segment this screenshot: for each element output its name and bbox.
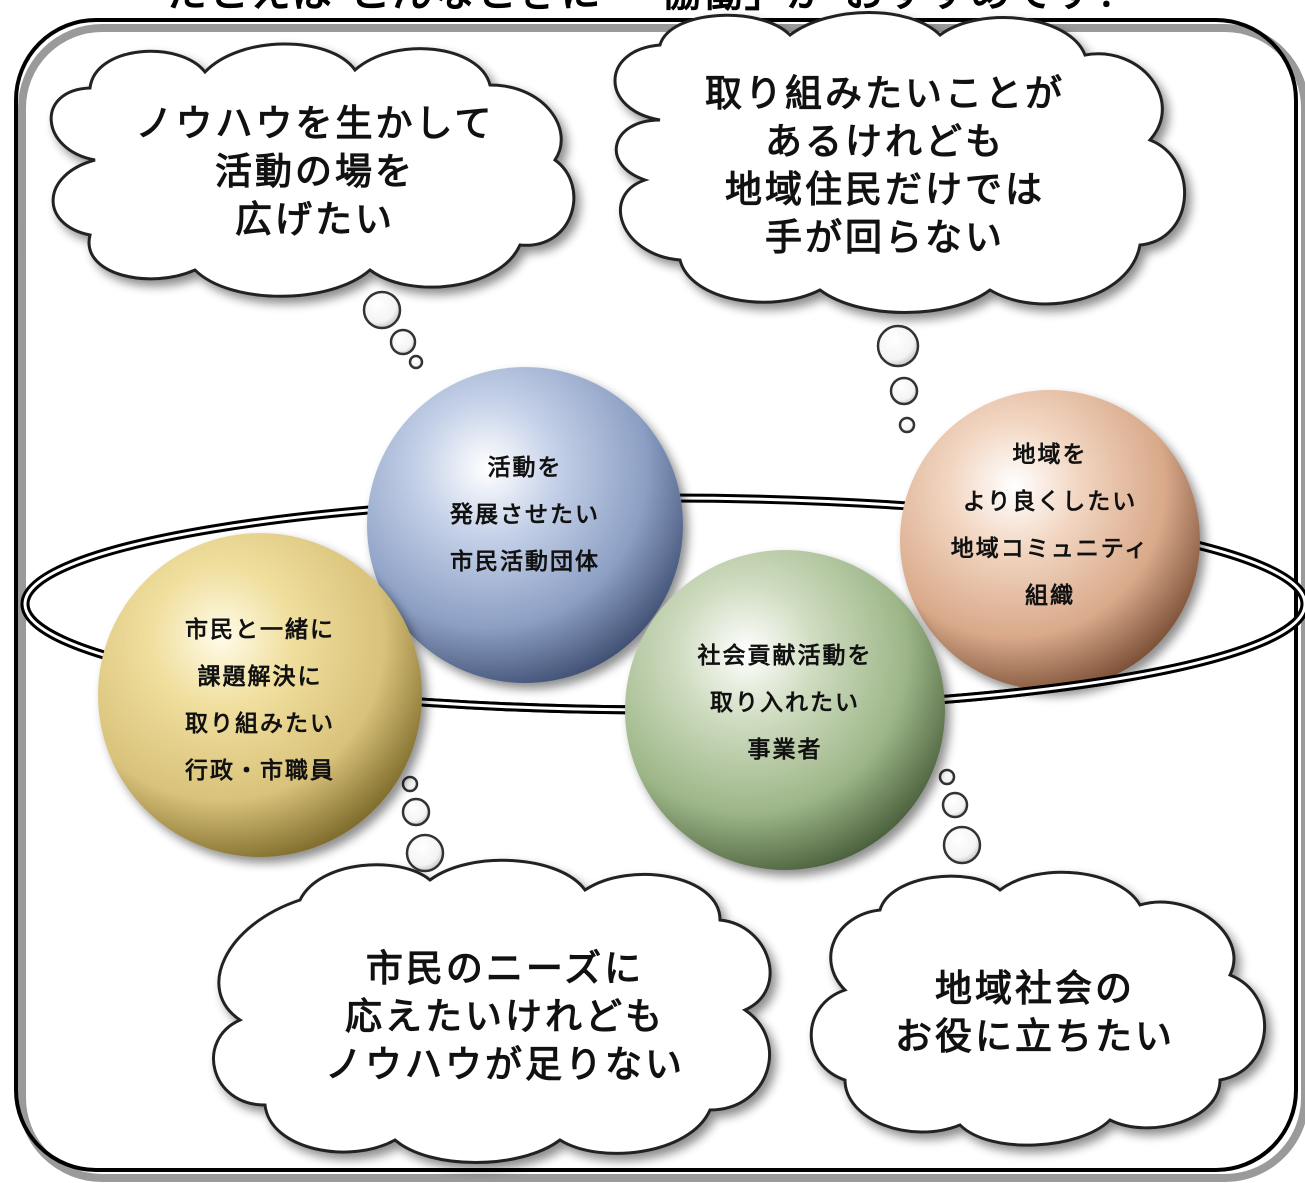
text-line: より良くしたい xyxy=(962,489,1138,515)
cloud-bottom-right xyxy=(809,870,1266,1147)
text-line: 発展させたい xyxy=(450,502,600,528)
cloud-top-right xyxy=(613,11,1186,314)
thought-text-bottom-left: 市民のニーズに 応えたいけれども ノウハウが足りない xyxy=(260,945,750,1089)
text-line: 応えたいけれども xyxy=(345,995,665,1038)
text-line: お役に立ちたい xyxy=(895,1015,1175,1058)
text-line: 活動の場を xyxy=(215,150,415,193)
thought-bubbles xyxy=(362,290,982,873)
text-line: 地域住民だけでは xyxy=(725,168,1045,211)
thought-text-top-left: ノウハウを生かして 活動の場を 広げたい xyxy=(95,100,535,244)
cloud-bottom-left xyxy=(212,858,772,1164)
text-line: 市民と一緒に xyxy=(185,617,335,643)
sphere-citizen-group xyxy=(367,367,683,683)
text-line: 社会貢献活動を xyxy=(697,643,873,669)
text-line: 課題解決に xyxy=(197,664,323,690)
text-line: 取り入れたい xyxy=(710,690,860,716)
text-line: あるけれども xyxy=(765,120,1005,163)
actor-label-government: 市民と一緒に 課題解決に 取り組みたい 行政・市職員 xyxy=(135,607,385,795)
sphere-community xyxy=(900,390,1200,690)
text-line: 市民のニーズに xyxy=(365,947,645,990)
text-line: 行政・市職員 xyxy=(185,758,335,784)
frame xyxy=(14,18,1298,1172)
actor-label-business: 社会貢献活動を 取り入れたい 事業者 xyxy=(655,633,915,774)
text-line: 活動を xyxy=(487,455,563,481)
thought-text-top-right: 取り組みたいことが あるけれども 地域住民だけでは 手が回らない xyxy=(655,70,1115,262)
sphere-government xyxy=(98,533,422,857)
text-line: 取り組みたいことが xyxy=(705,72,1065,115)
text-line: 地域社会の xyxy=(935,967,1135,1010)
text-line: 事業者 xyxy=(747,737,823,763)
text-line: 手が回らない xyxy=(765,216,1005,259)
text-line: 組織 xyxy=(1025,583,1075,609)
actor-label-community: 地域を より良くしたい 地域コミュニティ 組織 xyxy=(925,432,1175,620)
thought-text-bottom-right: 地域社会の お役に立ちたい xyxy=(840,965,1230,1061)
page-title: たとえば こんなときに 「協働」が おすすめです！ xyxy=(0,0,1305,18)
actor-label-citizen-group: 活動を 発展させたい 市民活動団体 xyxy=(395,445,655,586)
text-line: 広げたい xyxy=(235,198,395,241)
text-line: 地域を xyxy=(1012,442,1088,468)
text-line: 市民活動団体 xyxy=(450,549,600,575)
text-line: 地域コミュニティ xyxy=(950,536,1150,562)
text-line: ノウハウが足りない xyxy=(325,1043,685,1086)
cloud-top-left xyxy=(49,42,576,298)
text-line: ノウハウを生かして xyxy=(135,102,495,145)
text-line: 取り組みたい xyxy=(185,711,335,737)
sphere-business xyxy=(625,550,945,870)
